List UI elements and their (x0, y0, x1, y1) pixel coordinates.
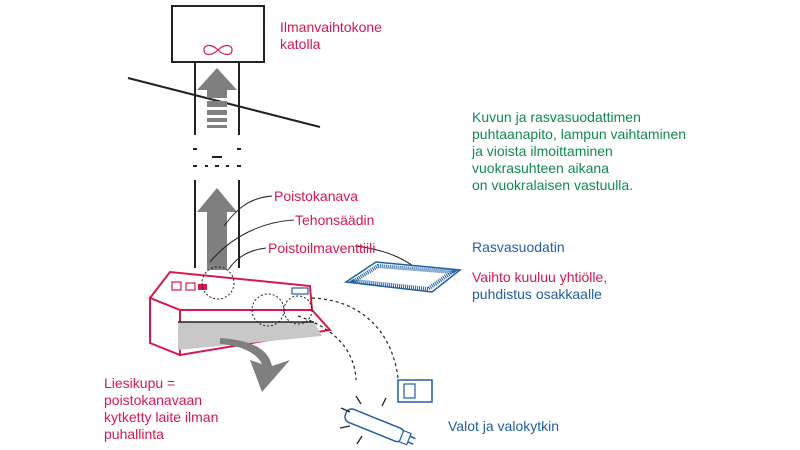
duct-lower (194, 180, 240, 268)
label-efficiency-control: Tehonsäädin (295, 212, 375, 228)
upflow-arrow-lower (197, 188, 237, 270)
responsibility-note: Kuvun ja rasvasuodattimen puhtaanapito, … (472, 109, 687, 193)
lamp-icon (339, 395, 416, 446)
hood (148, 270, 332, 357)
grease-filter-icon (343, 261, 462, 293)
label-hood-description: Liesikupu = poistokanavaan kytketty lait… (104, 375, 219, 442)
grease-filter-note-replace: Vaihto kuuluu yhtiölle, (472, 269, 608, 285)
roof-unit-box (171, 5, 265, 63)
airflow-arrow (220, 338, 290, 392)
duct-break-marks (193, 148, 241, 167)
grease-filter-note-clean: puhdistus osakkaalle (472, 286, 602, 302)
label-lights-switch: Valot ja valokytkin (448, 418, 560, 434)
label-exhaust-valve: Poistoilmaventtiili (268, 240, 376, 256)
duct-upper (194, 62, 240, 135)
label-grease-filter: Rasvasuodatin (472, 239, 565, 255)
dashed-connectors (297, 297, 399, 381)
leader-lines (209, 195, 421, 273)
label-roof-unit: Ilmanvaihtokone katolla (280, 19, 382, 52)
fan-icon (203, 44, 233, 56)
focus-circles (201, 266, 313, 327)
switch-icon (397, 379, 433, 403)
upflow-arrow-upper (197, 68, 237, 128)
label-exhaust-duct: Poistokanava (274, 188, 359, 204)
